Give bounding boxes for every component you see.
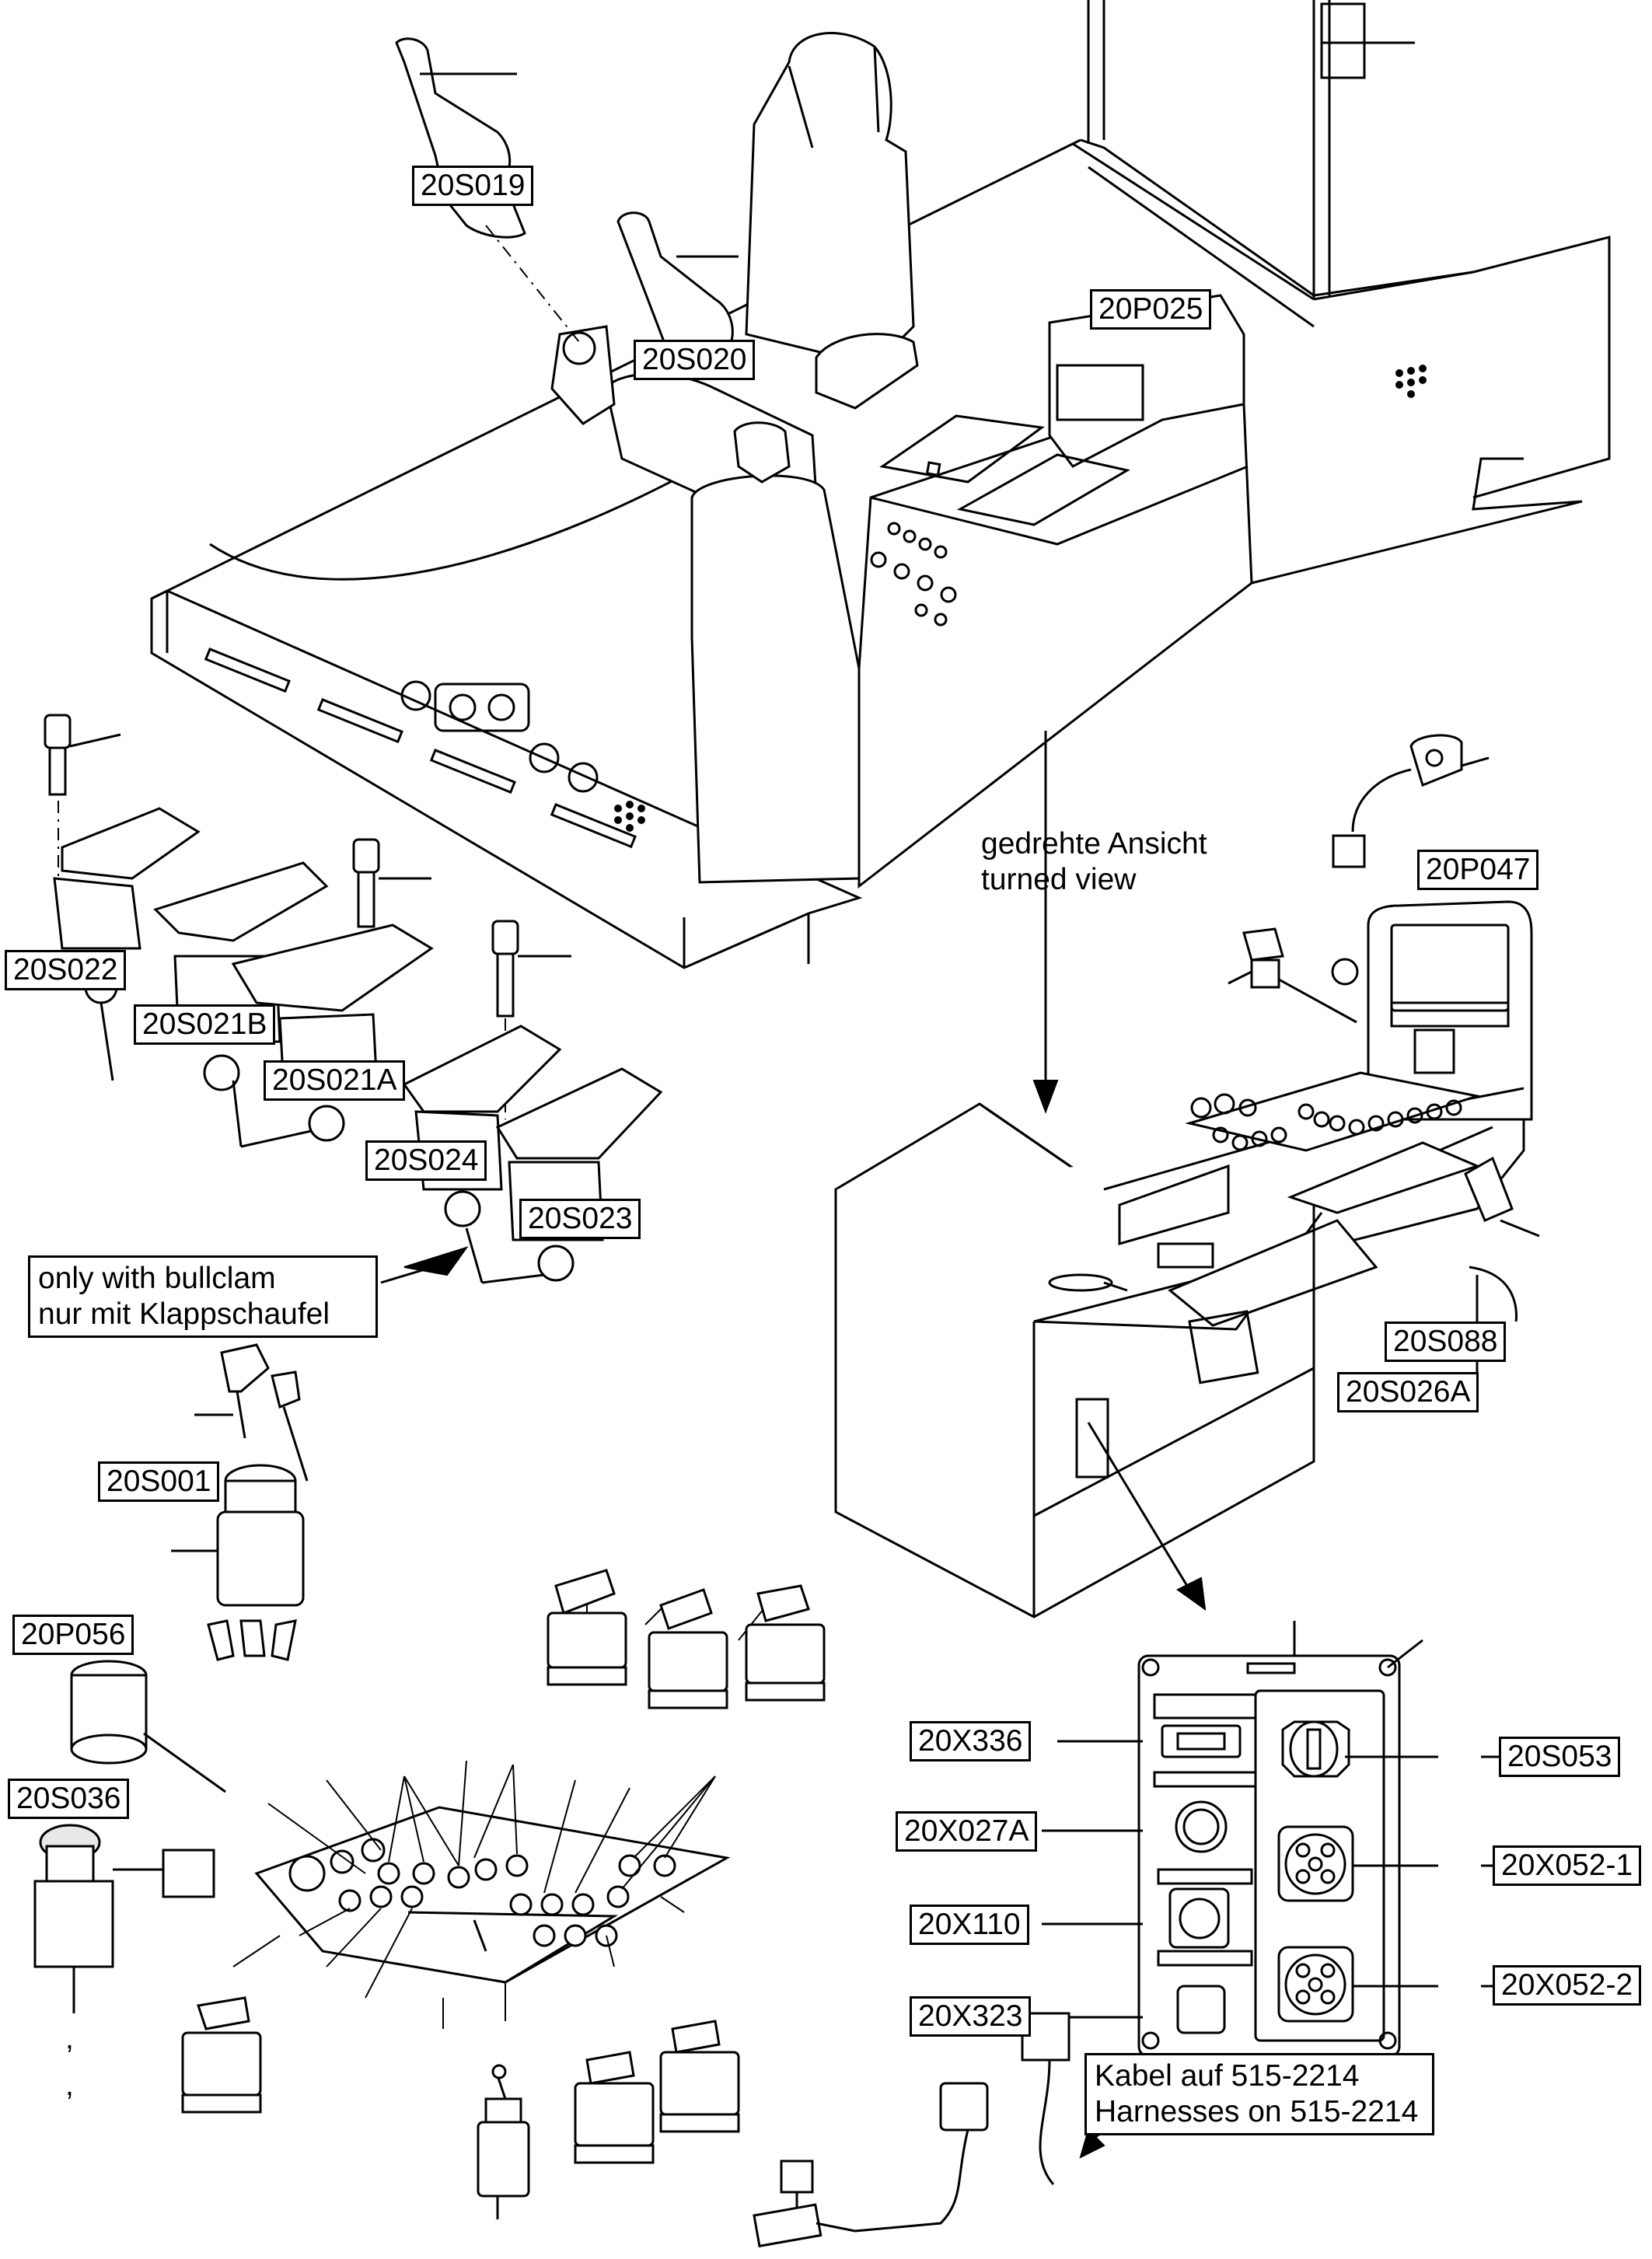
ignition-keys (194, 1343, 309, 1482)
indicator-lamp (1228, 927, 1359, 1024)
label-20S024: 20S024 (365, 1140, 487, 1181)
label-20X052-2: 20X052-2 (1493, 1965, 1642, 2006)
switch-panel-plate (254, 1806, 731, 1984)
label-20X323: 20X323 (910, 1996, 1032, 2037)
label-20X052-1: 20X052-1 (1493, 1845, 1642, 1886)
rotary-switch-2 (648, 1588, 728, 1709)
note-bullclam: only with bullclam nur mit Klappschaufel (28, 1255, 378, 1338)
bolt-1 (44, 714, 121, 796)
note-harness-line1: Kabel auf 515-2214 (1095, 2059, 1360, 2093)
note-turned-view: gedrehte Ansicht turned view (981, 826, 1207, 898)
emergency-stop-20S036 (33, 1824, 215, 2013)
label-20S023: 20S023 (519, 1199, 641, 1239)
rotary-switch-4 (181, 1996, 262, 2114)
label-20S019: 20S019 (412, 166, 534, 206)
label-20X336: 20X336 (910, 1721, 1032, 1761)
rotary-switch-3 (745, 1584, 826, 1702)
cab-floor-platform (150, 138, 1583, 969)
cab-rear-wall (1072, 0, 1611, 499)
toggle-switch (477, 2064, 530, 2219)
display-cable (1332, 734, 1490, 868)
joystick-left (395, 37, 616, 425)
comma-mark-2: , (65, 2069, 74, 2102)
ignition-switch-20S001 (171, 1464, 305, 1661)
joystick-link-dashdot (485, 225, 580, 343)
bolt-2 (352, 838, 431, 928)
connector-panel (1137, 1621, 1423, 2058)
label-20P056: 20P056 (12, 1615, 134, 1655)
bullclam-arrow (403, 1246, 469, 1276)
note-bullclam-line2: nur mit Klappschaufel (38, 1297, 330, 1331)
right-console-cab (690, 294, 1253, 889)
connector-panel-leaders (1042, 1740, 1500, 2019)
rotary-switch-1 (547, 1569, 627, 1686)
label-20X027A: 20X027A (896, 1811, 1038, 1852)
label-20S088: 20S088 (1385, 1322, 1507, 1362)
buzzer-20P056 (70, 1660, 226, 1793)
label-20X110: 20X110 (910, 1905, 1029, 1945)
switch-panel-leaders (232, 1594, 770, 2029)
label-20S021A: 20S021A (264, 1060, 406, 1101)
rotary-switch-5 (574, 2051, 655, 2164)
label-20P025: 20P025 (1090, 289, 1212, 330)
note-turned-view-line1: gedrehte Ansicht (981, 827, 1207, 861)
label-20S020: 20S020 (634, 340, 756, 380)
label-20S053: 20S053 (1499, 1737, 1621, 1777)
harness-assembly (753, 2012, 1070, 2248)
label-20P047: 20P047 (1417, 850, 1539, 890)
note-turned-view-line2: turned view (981, 863, 1137, 896)
bolt-3 (491, 920, 571, 1018)
console-turned-view (834, 900, 1540, 1618)
speaker-grille-floor (614, 801, 645, 832)
label-20S026A: 20S026A (1337, 1372, 1479, 1412)
label-20S022: 20S022 (5, 950, 127, 990)
speaker-grille-wall (1395, 365, 1427, 398)
comma-mark-1: , (65, 2022, 74, 2055)
rotary-switch-6 (659, 2020, 740, 2133)
label-20S001: 20S001 (98, 1461, 220, 1502)
note-bullclam-line1: only with bullclam (38, 1262, 276, 1295)
note-harness-line2: Harnesses on 515-2214 (1095, 2095, 1419, 2128)
label-20S036: 20S036 (8, 1779, 130, 1819)
label-20S021B: 20S021B (134, 1004, 276, 1045)
note-harness: Kabel auf 515-2214 Harnesses on 515-2214 (1084, 2053, 1434, 2135)
